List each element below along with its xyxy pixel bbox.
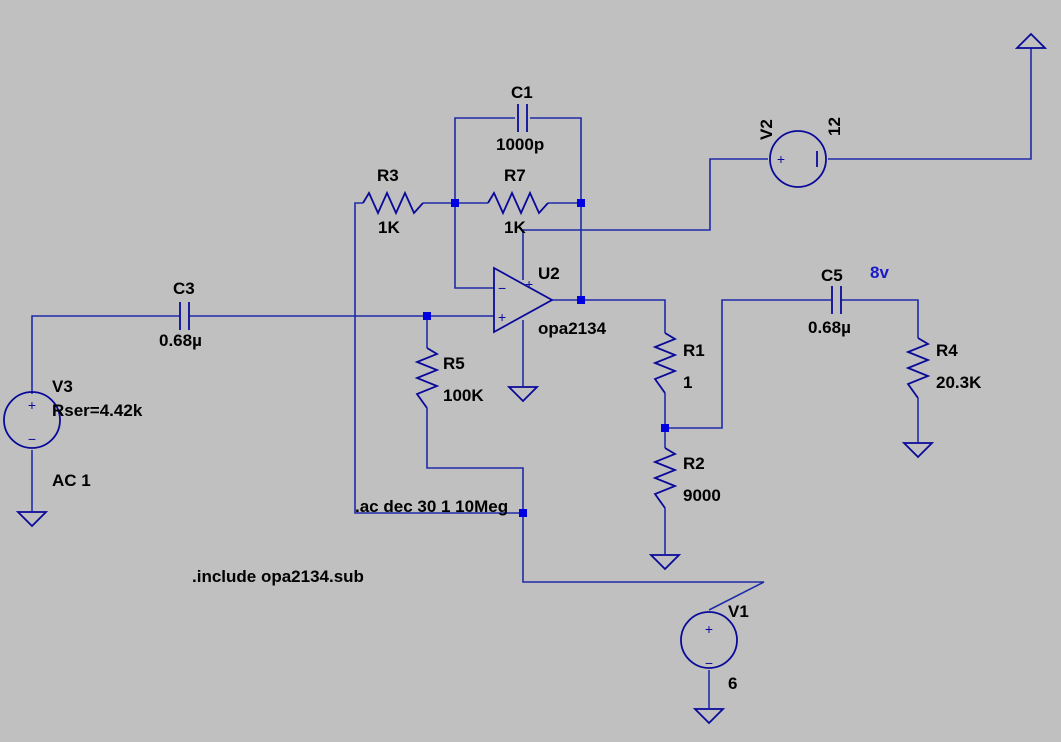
r3-name: R3: [377, 166, 399, 185]
net-label-output[interactable]: 8v: [870, 263, 889, 282]
ground-symbol: [15, 511, 49, 528]
v3-plus-sign: +: [28, 397, 36, 413]
v3-ac-spec: AC 1: [52, 471, 91, 490]
wire-bias-v1[interactable]: [522, 513, 765, 611]
include-directive[interactable]: .include opa2134.sub: [192, 567, 364, 586]
resistor-r5[interactable]: [414, 347, 440, 409]
u2-value: opa2134: [538, 319, 607, 338]
wires: [31, 48, 1032, 708]
junctions: [423, 199, 669, 517]
resistor-r4[interactable]: [905, 337, 931, 399]
wire-r3-left[interactable]: [354, 202, 523, 514]
r2-value: 9000: [683, 486, 721, 505]
resistor-r7[interactable]: [487, 190, 549, 216]
r1-name: R1: [683, 341, 705, 360]
u2-name: U2: [538, 264, 560, 283]
output-port-icon[interactable]: [1014, 32, 1048, 49]
r1-value: 1: [683, 373, 692, 392]
r4-value: 20.3K: [936, 373, 982, 392]
c5-value: 0.68µ: [808, 318, 851, 337]
voltage-source-v2[interactable]: +: [769, 130, 827, 188]
junction-dot: [451, 199, 459, 207]
ac-directive[interactable]: .ac dec 30 1 10Meg: [355, 497, 508, 516]
junction-dot: [577, 296, 585, 304]
junction-dot: [423, 312, 431, 320]
r5-value: 100K: [443, 386, 484, 405]
r7-value: 1K: [504, 218, 526, 237]
ground-symbol: [506, 386, 540, 403]
resistor-r2[interactable]: [652, 447, 678, 509]
junction-dot: [577, 199, 585, 207]
v2-value: 12: [825, 117, 844, 136]
capacitor-c1[interactable]: [517, 104, 528, 132]
wire-v3-c3[interactable]: [31, 315, 179, 394]
c5-name: C5: [821, 266, 843, 285]
voltage-source-v1[interactable]: + −: [680, 611, 738, 671]
r4-name: R4: [936, 341, 958, 360]
junction-dot: [661, 424, 669, 432]
r5-name: R5: [443, 354, 465, 373]
wire-v2-minus[interactable]: [828, 48, 1032, 160]
v1-minus-sign: −: [705, 655, 713, 671]
opamp-u2[interactable]: − + +: [493, 266, 554, 334]
v1-value: 6: [728, 674, 737, 693]
ground-symbol: [901, 442, 935, 459]
capacitor-c3[interactable]: [179, 302, 190, 330]
wire-divider-c5[interactable]: [665, 299, 831, 429]
opamp-supply-plus: +: [525, 276, 533, 292]
r2-name: R2: [683, 454, 705, 473]
v2-plus-sign: +: [777, 151, 785, 167]
c1-name: C1: [511, 83, 533, 102]
ground-symbol: [692, 708, 726, 725]
resistor-r3[interactable]: [362, 190, 424, 216]
v3-name: V3: [52, 377, 73, 396]
opamp-plus-sign: +: [498, 309, 506, 325]
opamp-minus-sign: −: [498, 280, 506, 296]
v2-name: V2: [757, 119, 776, 140]
resistor-r1[interactable]: [652, 332, 678, 394]
wire-v2-plus[interactable]: [522, 158, 768, 280]
voltage-source-v3[interactable]: + −: [3, 391, 61, 449]
v1-plus-sign: +: [705, 621, 713, 637]
wire-output[interactable]: [552, 299, 666, 333]
wire-c5-r4[interactable]: [841, 299, 919, 338]
r3-value: 1K: [378, 218, 400, 237]
capacitor-c5[interactable]: [831, 286, 842, 314]
v3-value: Rser=4.42k: [52, 401, 143, 420]
c1-value: 1000p: [496, 135, 544, 154]
ground-symbol: [648, 554, 682, 571]
junction-dot: [519, 509, 527, 517]
r7-name: R7: [504, 166, 526, 185]
c3-value: 0.68µ: [159, 331, 202, 350]
v1-name: V1: [728, 602, 749, 621]
wire-r5-bottom[interactable]: [426, 408, 524, 513]
c3-name: C3: [173, 279, 195, 298]
v3-minus-sign: −: [28, 431, 36, 447]
wire-c1-right[interactable]: [530, 117, 582, 300]
